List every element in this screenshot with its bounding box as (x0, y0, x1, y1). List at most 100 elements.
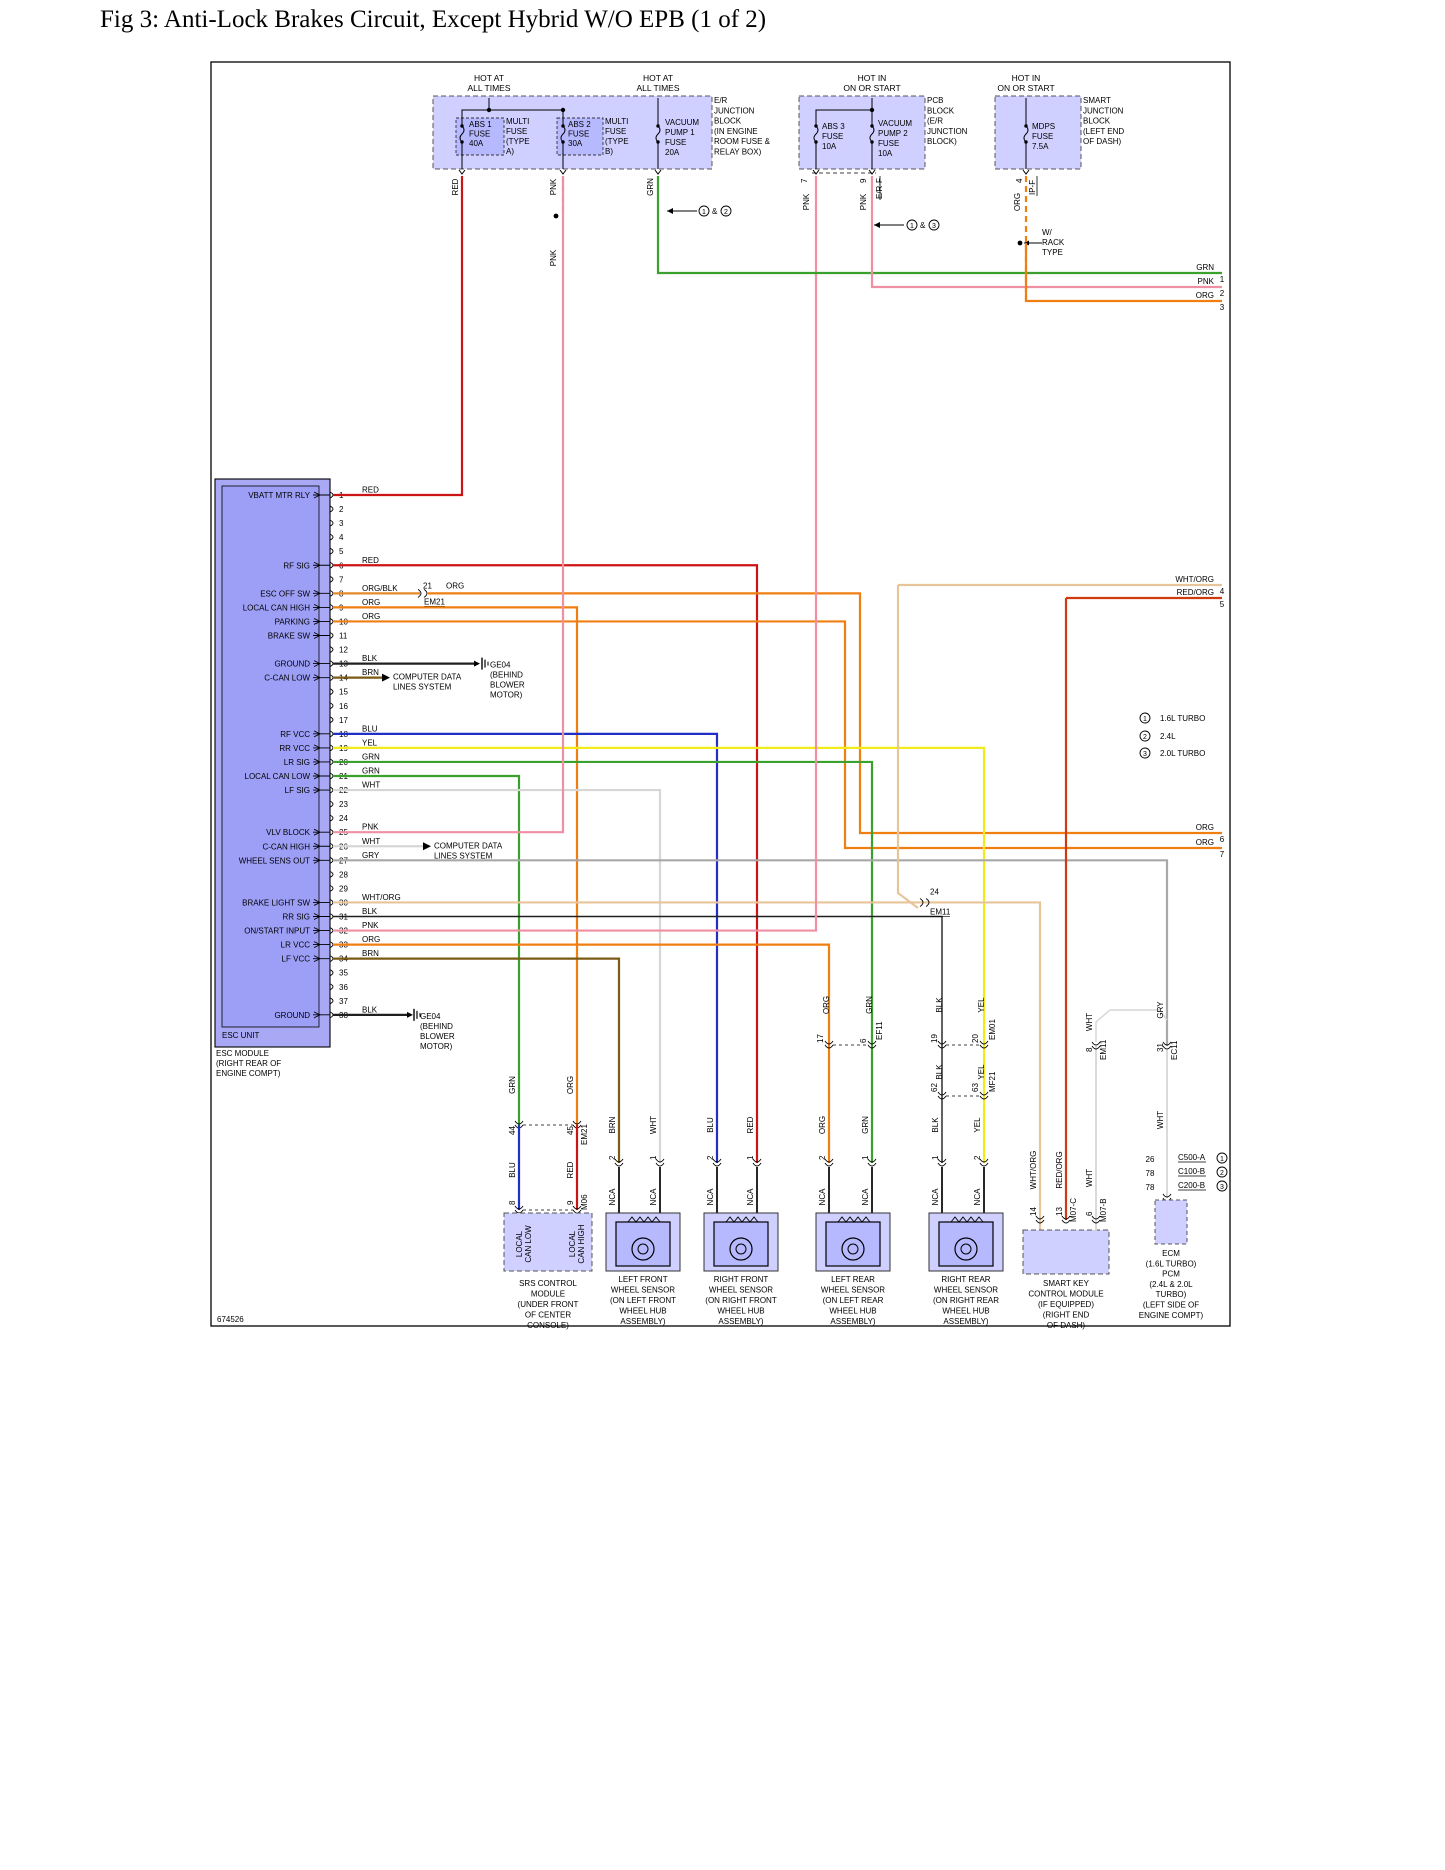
esc-pin-name: ESC OFF SW (260, 589, 310, 598)
wire-color-label: BLK (935, 997, 944, 1013)
wire-color-label: BLK (935, 1064, 944, 1080)
sensor-coil (837, 1216, 871, 1223)
esc-pin-number: 12 (339, 646, 348, 655)
wire-color-label: BLU (706, 1117, 715, 1133)
smart-junction-block (994, 95, 1082, 170)
continuation-wire-label: ORG (1196, 291, 1214, 300)
esc-pin-name: BRAKE SW (268, 632, 311, 641)
wire-blu-rf-vcc (333, 732, 719, 1163)
continuation-number: 1 (1220, 275, 1225, 284)
esc-pin-wire-label: PNK (362, 921, 379, 930)
esc-pin-connector (329, 646, 334, 653)
page-title: Fig 3: Anti-Lock Brakes Circuit, Except … (100, 6, 767, 33)
em11b-connector (1091, 1041, 1101, 1050)
fuse-glyph (560, 118, 566, 169)
wire-color-label: WHT (1156, 1111, 1165, 1129)
fuse-terminal (460, 140, 464, 144)
esc-pin-name: LOCAL CAN LOW (245, 772, 311, 781)
esc-pin-wire-label: BLK (362, 907, 378, 916)
connector-ec11: EC11 (1170, 1040, 1179, 1060)
splice-dot (486, 107, 492, 113)
esc-pin-name: GROUND (274, 660, 310, 669)
ref-arrow-head (667, 208, 673, 214)
wire-color-label: YEL (973, 1117, 982, 1133)
esc-pin-number: 5 (339, 547, 344, 556)
splice-dot (560, 107, 566, 113)
esc-pin-name: RF VCC (280, 730, 310, 739)
ground-arrow (474, 660, 480, 667)
esc-pin-number: 23 (339, 800, 348, 809)
esc-pin-name: WHEEL SENS OUT (239, 856, 310, 865)
ecm-connector-label: C100-B (1178, 1167, 1205, 1176)
wire-color-label: GRN (861, 1116, 870, 1134)
sensor-tone-ring (841, 1237, 865, 1261)
srs-pin-label-high-2: CAN HIGH (577, 1224, 586, 1263)
esc-pin-connector (329, 632, 334, 639)
data-arrow (382, 673, 390, 682)
wire-color-label: YEL (977, 1064, 986, 1080)
sensor-tone-ring (631, 1237, 655, 1261)
wire-color-label: PNK (859, 193, 868, 210)
esc-pin-number: 37 (339, 997, 348, 1006)
ref-circle-ring (720, 205, 732, 217)
legend-number-ring (1139, 730, 1151, 742)
legend-number-ring (1139, 712, 1151, 724)
connector-ef11: EF11 (875, 1021, 884, 1040)
wire-grn-lr-sig (333, 760, 874, 1163)
esc-pin-connector (329, 547, 334, 555)
sensor-hub (735, 1243, 747, 1255)
esc-pin-wire-label: GRN (362, 767, 380, 776)
sensor-pin-number: 2 (608, 1155, 617, 1160)
esc-pin-wire-label: ORG/BLK (362, 584, 398, 593)
wire-color-label: GRN (508, 1076, 517, 1094)
esc-pin-name: GROUND (274, 1011, 310, 1020)
sensor-connector (752, 1158, 762, 1167)
splice-dot (553, 213, 559, 219)
wire-org-mdps (1024, 243, 1222, 303)
fuse-terminal (814, 124, 818, 128)
esc-pin-name: BRAKE LIGHT SW (242, 898, 310, 907)
sensor-coil (627, 1216, 661, 1223)
sensor-wire-label: NCA (649, 1188, 658, 1206)
sensor-wire-label: NCA (746, 1188, 755, 1206)
continuation-wire-label: PNK (1198, 277, 1215, 286)
fuse-glyph (813, 118, 819, 169)
sensor-connector (614, 1158, 624, 1167)
ref-circle: 1 (702, 209, 706, 216)
em01-connector (979, 1040, 989, 1049)
fuse-terminal (814, 140, 818, 144)
continuation-number: 2 (1220, 289, 1225, 298)
esc-pin-connector (329, 575, 334, 583)
esc-pin-wire-label: GRN (362, 752, 380, 761)
pin-number: 9 (859, 178, 868, 183)
legend-label: 2.0L TURBO (1160, 749, 1205, 758)
esc-pin-name: LOCAL CAN HIGH (243, 603, 310, 612)
em21-pin: 21 (423, 581, 432, 590)
sensor-hub (960, 1243, 972, 1255)
multi-fuse-b (556, 117, 604, 156)
ecm-ref-circle: 3 (1220, 1184, 1224, 1191)
sensor-pin-number: 1 (746, 1155, 755, 1160)
feed-line (815, 98, 873, 118)
em11-pin: 24 (930, 887, 939, 896)
ref-circle: 2 (724, 209, 728, 216)
wire-color-label: WHT (649, 1116, 658, 1134)
wire-pnk-vlv (333, 176, 565, 834)
wire-color-label: GRN (646, 178, 655, 196)
esc-pin-connector (329, 716, 334, 724)
srs-module (503, 1212, 593, 1272)
connector-mark (458, 169, 466, 175)
fuse-glyph (655, 118, 661, 169)
wire-color-label: RED/ORG (1055, 1151, 1064, 1188)
